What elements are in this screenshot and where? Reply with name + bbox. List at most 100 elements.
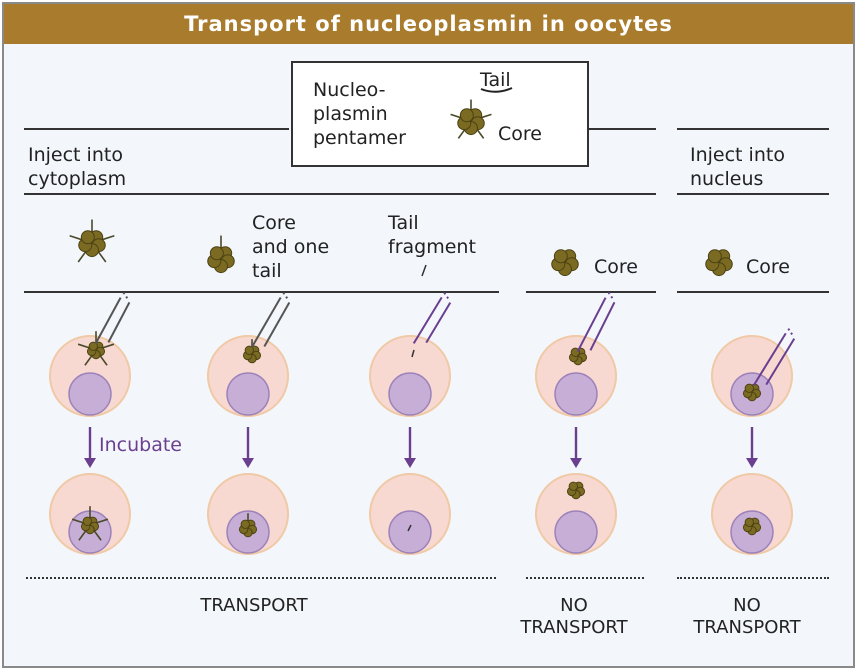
cytoplasm-heading-line2: cytoplasm	[28, 168, 127, 190]
arrow-head	[84, 458, 96, 468]
incubate-arrow-3	[404, 427, 416, 468]
subunit	[88, 341, 99, 351]
divider-row-1	[24, 291, 499, 293]
pipette-wall	[250, 296, 282, 348]
core-one-tail-label-line1: Core	[252, 212, 296, 234]
result-no-transport-a-line2: TRANSPORT	[520, 617, 628, 638]
legend-name-line1: Nucleo-	[313, 79, 386, 101]
nucleus-disc	[226, 372, 270, 416]
cytoplasm-heading-line1: Inject into	[28, 144, 123, 166]
subunit	[240, 519, 251, 529]
incubate-label: Incubate	[99, 434, 182, 456]
result-pentamer-1	[71, 506, 109, 541]
tail-fragment-label-line2: fragment	[388, 236, 476, 258]
pipette-wall	[94, 297, 122, 345]
subunit	[459, 108, 474, 123]
legend-pentamer	[450, 99, 492, 139]
result-core-4	[566, 481, 586, 500]
pipette-wall	[576, 297, 607, 353]
micropipette-4	[576, 291, 616, 353]
divider-top-left	[24, 128, 289, 130]
core-label-b: Core	[746, 256, 790, 278]
incubate-arrow-4	[570, 427, 582, 468]
pipette-wall	[765, 338, 796, 386]
subunit	[553, 249, 568, 264]
injected-pentamer-1	[77, 331, 115, 366]
pipette-dash	[122, 291, 129, 299]
result-core-5	[742, 517, 762, 536]
nucleus-heading-line1: Inject into	[690, 144, 785, 166]
subunit	[244, 345, 255, 355]
oocyte-before-4	[535, 335, 617, 417]
pipette-dash	[607, 291, 614, 299]
tail-fragment-label-line1: Tail	[388, 212, 419, 234]
legend-box: Nucleo- plasmin pentamer Tail Core	[291, 61, 589, 167]
legend-core-label: Core	[498, 123, 542, 145]
result-no-transport-b-line1: NO	[733, 595, 761, 616]
oocyte-after-5	[711, 473, 793, 555]
pipette-wall	[589, 301, 616, 351]
pipette-wall	[412, 296, 443, 344]
oocyte-after-4	[535, 473, 617, 555]
pipette-dash	[787, 328, 794, 336]
pipette-wall	[752, 332, 787, 386]
full-pentamer-icon	[69, 219, 115, 263]
core-label-a: Core	[594, 256, 638, 278]
result-tail-fragment-3	[407, 524, 412, 532]
pipette-dash	[443, 292, 450, 300]
subunit	[568, 481, 579, 491]
divider-top-right	[677, 128, 829, 130]
divider-top-mid	[589, 128, 656, 130]
result-core-tail-2	[238, 513, 258, 538]
legend-name-line2: plasmin	[313, 103, 388, 125]
nucleus-disc	[554, 510, 598, 554]
oocyte-before-5	[711, 335, 793, 417]
core-one-tail-label-line3: tail	[252, 260, 282, 282]
core-one-tail-label-line2: and one	[252, 236, 330, 258]
dotted-divider-2	[526, 577, 644, 579]
core-icon-a	[551, 249, 579, 277]
pipette-wall	[425, 302, 452, 344]
dotted-divider-1	[26, 577, 496, 579]
figure-title: Transport of nucleoplasmin in oocytes	[4, 4, 853, 44]
nucleus-disc	[388, 372, 432, 416]
micropipette-3	[412, 292, 452, 344]
divider-row-2	[526, 291, 656, 293]
nucleus-disc	[68, 372, 112, 416]
nucleus-disc	[388, 510, 432, 554]
pipette-wall	[107, 301, 131, 343]
subunit	[82, 516, 93, 526]
incubate-arrow-1	[84, 427, 96, 468]
divider-section-left	[24, 193, 656, 195]
result-no-transport-b-line2: TRANSPORT	[693, 617, 801, 638]
arrow-head	[242, 458, 254, 468]
nucleus-disc	[554, 372, 598, 416]
micropipette-1	[94, 291, 131, 345]
subunit	[80, 230, 95, 245]
legend-tail-label: Tail	[480, 69, 511, 91]
oocyte-after-3	[369, 473, 451, 555]
subunit	[209, 246, 224, 261]
micropipette-2	[250, 291, 291, 348]
legend-name-line3: pentamer	[313, 127, 406, 149]
divider-section-right	[677, 193, 829, 195]
pipette-dash	[282, 291, 289, 300]
incubate-arrow-5	[746, 427, 758, 468]
injected-tail-fragment-3	[411, 349, 415, 358]
incubate-arrow-2	[242, 427, 254, 468]
injected-core-5	[742, 383, 762, 402]
subunit	[744, 517, 755, 527]
oocyte-before-3	[369, 335, 451, 417]
nucleus-heading-line2: nucleus	[690, 168, 764, 190]
subunit	[744, 383, 755, 393]
subunit	[707, 249, 722, 264]
arrow-head	[570, 458, 582, 468]
arrow-head	[746, 458, 758, 468]
diagram-drawing	[49, 87, 796, 555]
result-transport: TRANSPORT	[200, 595, 308, 616]
core-icon-b	[705, 249, 733, 277]
result-no-transport-a-line1: NO	[560, 595, 588, 616]
tail-fragment-icon	[421, 264, 427, 277]
oocyte-before-2	[207, 335, 289, 417]
